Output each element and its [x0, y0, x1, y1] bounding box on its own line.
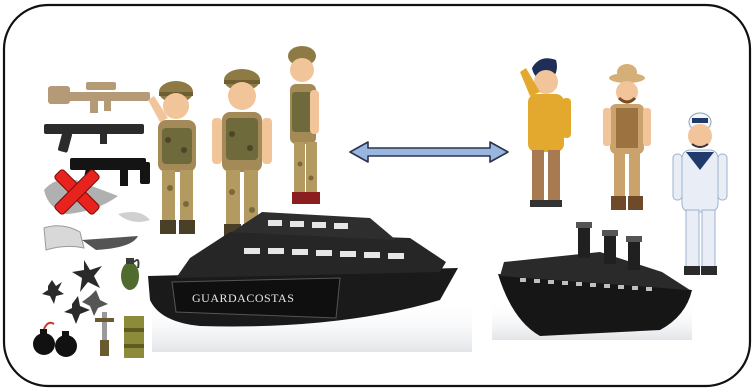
hull-label: GUARDACOSTAS	[192, 291, 294, 305]
bamboo-icon	[124, 316, 144, 358]
